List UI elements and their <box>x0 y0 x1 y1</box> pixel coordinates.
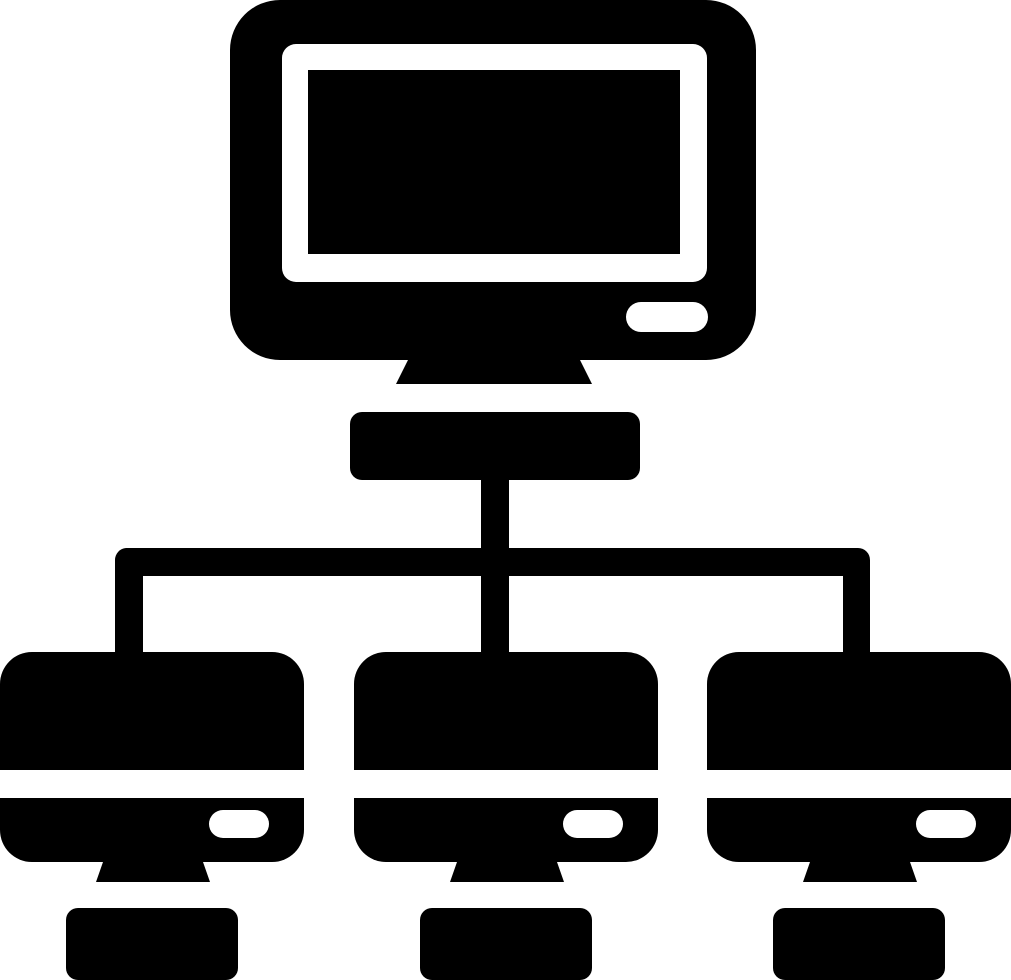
client-monitor-right-icon <box>707 652 1011 980</box>
network-connection-lines <box>114 478 870 656</box>
client-monitor-center-icon <box>354 652 658 980</box>
main-monitor-power-button <box>626 302 708 332</box>
client-monitor-left-icon <box>0 652 304 980</box>
main-monitor-screen <box>308 70 680 254</box>
main-monitor-icon <box>230 0 756 384</box>
bus-line <box>114 548 870 656</box>
network-switch-box <box>350 412 640 480</box>
main-monitor-stand <box>396 360 592 384</box>
